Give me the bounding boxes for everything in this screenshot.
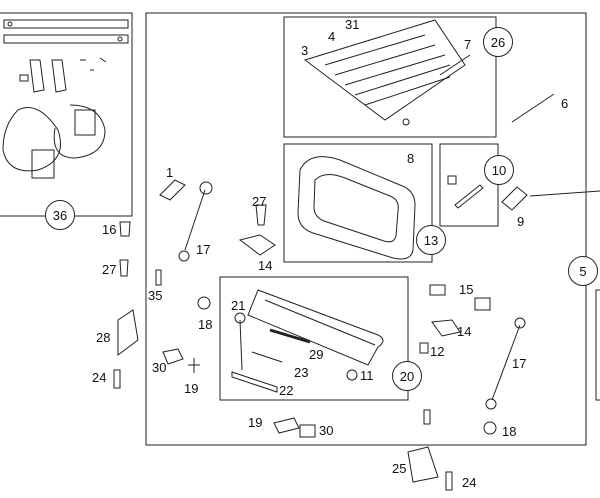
callout-11: 11 [360,368,374,383]
callout-19-bottom: 19 [248,415,263,430]
callout-18-left: 18 [198,317,213,332]
part-25-bracket [407,446,439,483]
callout-15: 15 [459,282,474,297]
callout-24-left: 24 [92,370,107,385]
callout-20-circle: 20 [392,361,422,391]
strut-17-right [491,324,521,401]
callout-12: 12 [430,344,445,359]
part-9-bracket [501,186,528,211]
callout-23: 23 [294,365,309,380]
callout-19-left: 19 [184,381,199,396]
callout-27-top: 27 [252,194,267,209]
callout-22: 22 [279,383,294,398]
surround-part [297,156,416,260]
callout-3: 3 [301,43,309,58]
callout-13-circle: 13 [416,225,446,255]
strut-17-left [184,189,206,251]
bar-22 [231,371,278,393]
callout-17-left: 17 [196,242,211,257]
callout-36-circle: 36 [45,200,75,230]
main-panel-frame [145,12,587,446]
panel-10-frame [439,143,499,227]
spoiler-part [247,289,384,366]
callout-24-bottom: 24 [462,475,477,490]
panel-13-frame [283,143,433,263]
callout-30-bottom: 30 [319,423,334,438]
callout-18-right: 18 [502,424,517,439]
callout-5-circle: 5 [568,256,598,286]
callout-9: 9 [517,214,525,229]
callout-4: 4 [328,29,336,44]
callout-28: 28 [96,330,111,345]
connector-7 [439,54,471,76]
panel-20-frame [219,276,409,401]
callout-10-circle: 10 [484,155,514,185]
callout-30-left: 30 [152,360,167,375]
callout-14-left: 14 [258,258,273,273]
callout-16: 16 [102,222,117,237]
callout-31: 31 [345,17,360,32]
callout-27-left: 27 [102,262,117,277]
callout-29: 29 [309,347,324,362]
part-1-bracket [159,179,186,201]
callout-17-right: 17 [512,356,527,371]
callout-8: 8 [407,151,415,166]
callout-25: 25 [392,461,407,476]
callout-1: 1 [166,165,174,180]
part-10-rod [454,184,484,209]
callout-35: 35 [148,288,163,303]
callout-14-right: 14 [457,324,472,339]
grille-part [303,19,466,121]
callout-7: 7 [464,37,472,52]
callout-21: 21 [231,298,246,313]
panel-26-frame [283,16,497,138]
callout-26-circle: 26 [483,27,513,57]
part-6-rod [511,93,555,123]
panel-36-parts [2,19,129,179]
right-panel-frame [595,289,600,401]
callout-6: 6 [561,96,569,111]
